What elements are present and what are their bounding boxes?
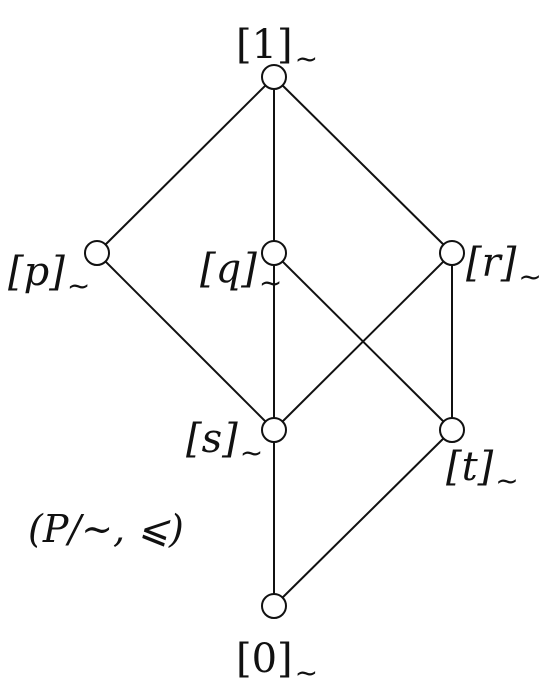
edge-t-0 <box>273 429 453 607</box>
node-label-q: [q]~ <box>200 246 282 299</box>
diagram-labels: [1]~[p]~[q]~[r]~[s]~[t]~[0]~ <box>8 22 542 689</box>
edge-1-p <box>96 76 275 254</box>
node-label-1: [1]~ <box>236 22 318 75</box>
node-label-0: [0]~ <box>236 636 318 689</box>
node-s <box>261 417 287 443</box>
node-label-main: [s] <box>186 416 238 462</box>
node-label-sub: ~ <box>518 260 541 293</box>
poset-caption: (P/∼, ⩽) <box>28 507 184 551</box>
node-label-main: [1] <box>236 22 293 68</box>
node-label-sub: ~ <box>495 464 518 497</box>
node-r <box>439 240 465 266</box>
edge-r-s <box>273 252 453 431</box>
node-label-s: [s]~ <box>186 416 263 469</box>
node-label-r: [r]~ <box>466 240 542 293</box>
edge-1-r <box>273 76 453 254</box>
edge-p-s <box>96 252 275 431</box>
node-label-main: [q] <box>200 246 257 292</box>
node-label-sub: ~ <box>295 42 318 75</box>
node-label-main: [0] <box>236 636 293 682</box>
node-label-sub: ~ <box>295 656 318 689</box>
diagram-nodes <box>84 64 465 619</box>
node-label-main: [t] <box>446 444 494 490</box>
node-label-sub: ~ <box>259 266 282 299</box>
node-p <box>84 240 110 266</box>
diagram-edges <box>96 76 453 607</box>
node-label-t: [t]~ <box>446 444 519 497</box>
node-label-sub: ~ <box>240 436 263 469</box>
node-label-sub: ~ <box>67 269 90 302</box>
node-label-p: [p]~ <box>8 249 90 302</box>
node-q <box>261 240 287 266</box>
node-0 <box>261 593 287 619</box>
node-label-main: [p] <box>8 249 65 295</box>
node-1 <box>261 64 287 90</box>
node-t <box>439 417 465 443</box>
node-label-main: [r] <box>466 240 517 286</box>
